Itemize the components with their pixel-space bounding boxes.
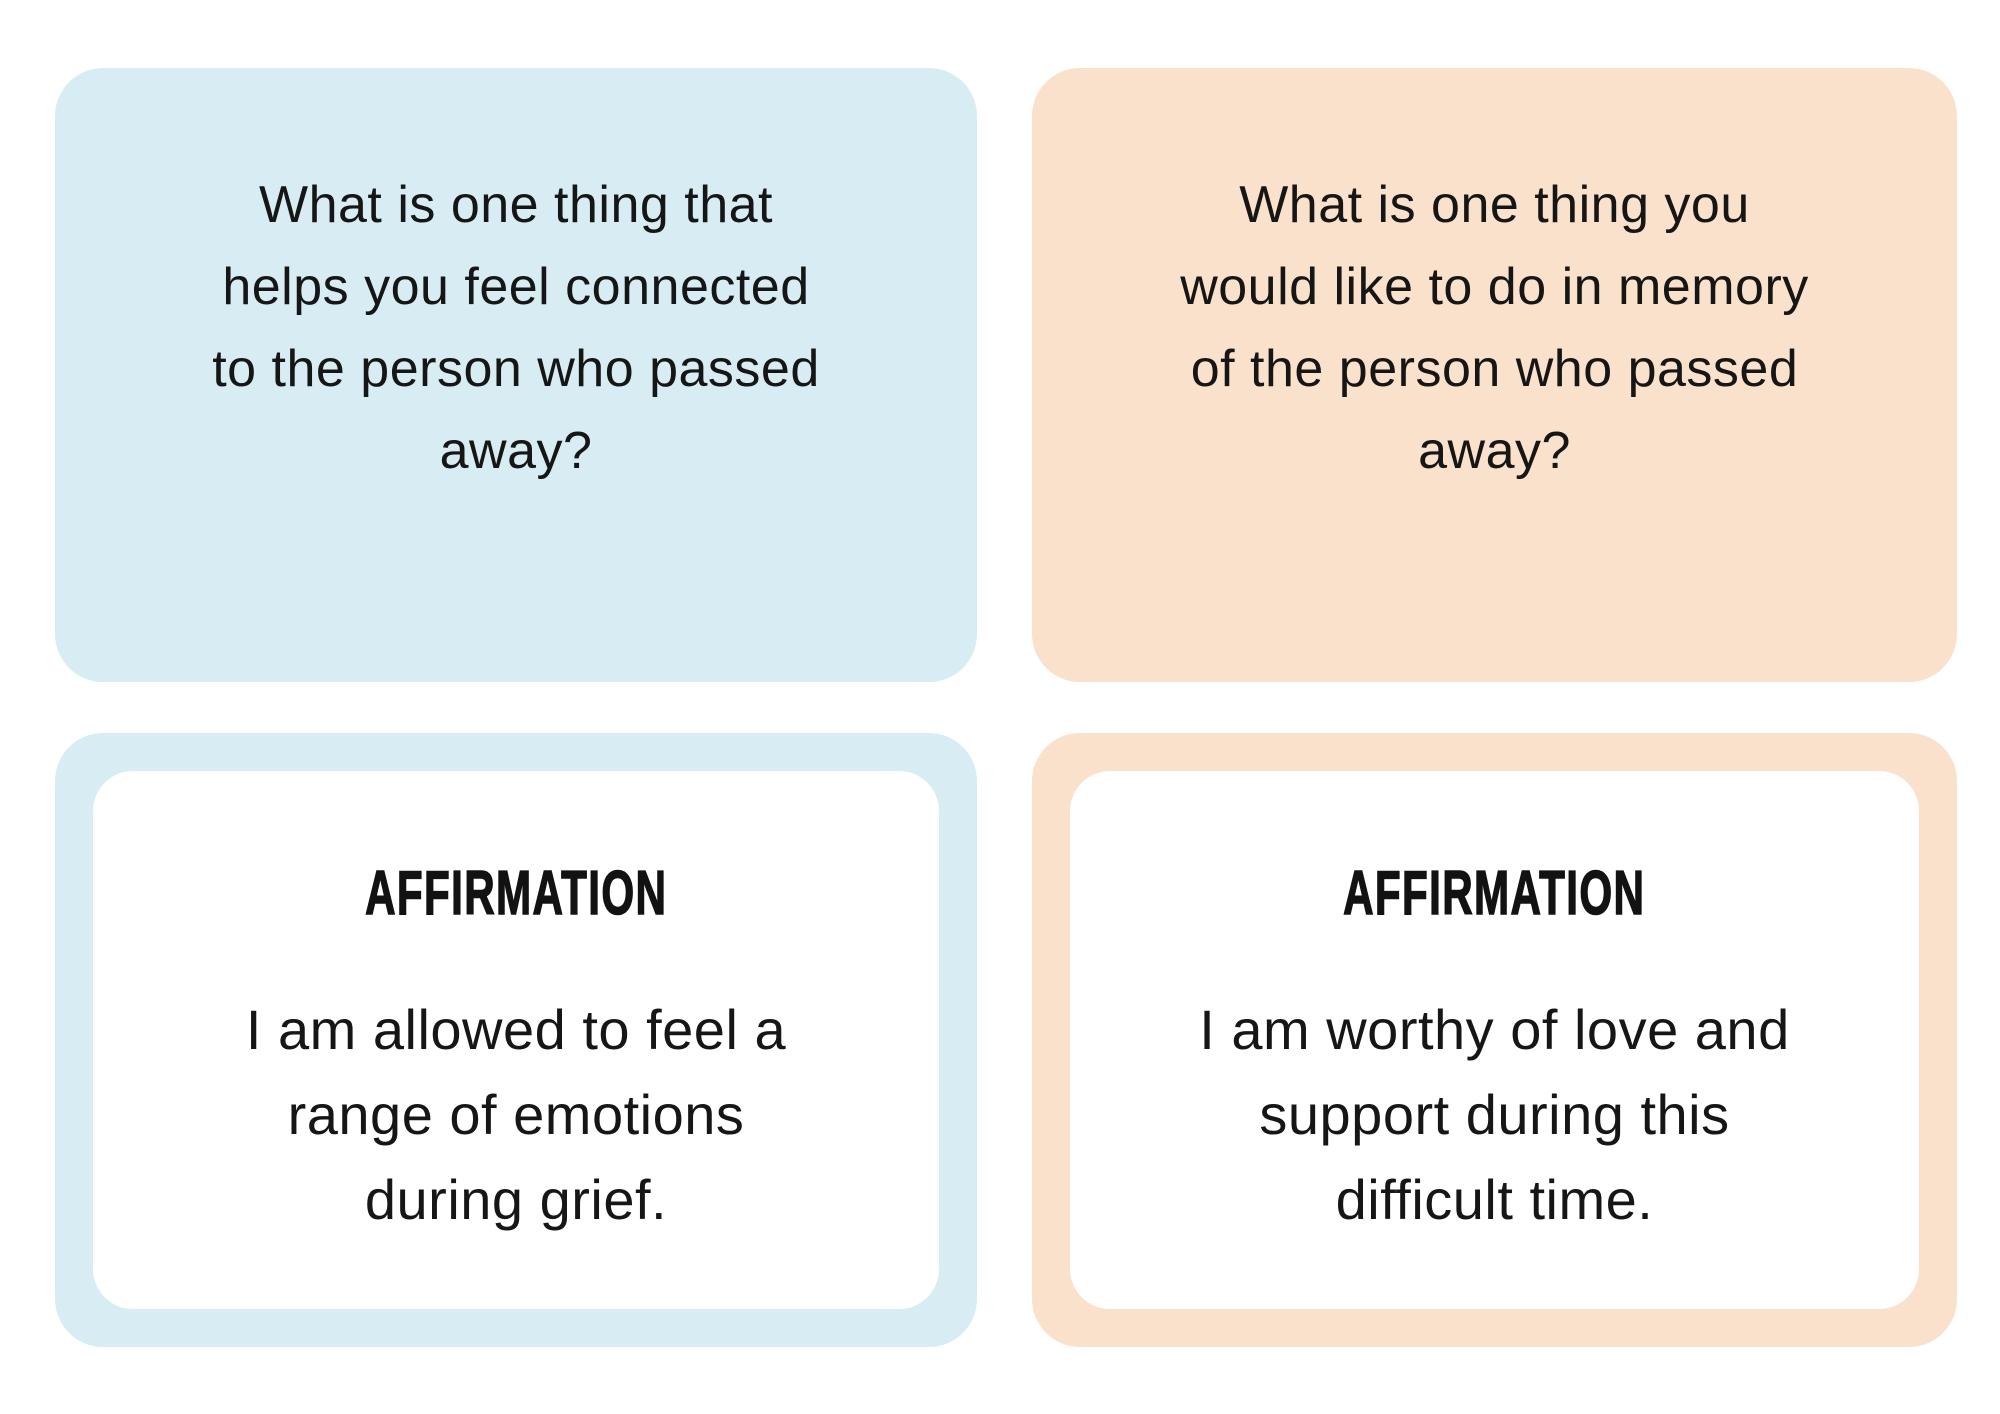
affirmation-heading: AFFIRMATION [133, 859, 899, 928]
affirmation-card-blue: AFFIRMATION I am allowed to feel a range… [55, 733, 977, 1347]
question-card-peach: What is one thing you would like to do i… [1032, 68, 1957, 682]
affirmation-heading-text: AFFIRMATION [1343, 859, 1646, 928]
question-card-blue: What is one thing that helps you feel co… [55, 68, 977, 682]
affirmation-inner-panel: AFFIRMATION I am allowed to feel a range… [93, 771, 939, 1309]
affirmation-text: I am allowed to feel a range of emotions… [245, 998, 787, 1232]
affirmation-card-peach: AFFIRMATION I am worthy of love and supp… [1032, 733, 1957, 1347]
question-text: What is one thing you would like to do i… [1180, 176, 1809, 481]
question-text: What is one thing that helps you feel co… [212, 176, 820, 481]
affirmation-text: I am worthy of love and support during t… [1199, 998, 1790, 1232]
affirmation-heading-text: AFFIRMATION [364, 859, 668, 928]
affirmation-heading: AFFIRMATION [1110, 859, 1879, 928]
affirmation-inner-panel: AFFIRMATION I am worthy of love and supp… [1070, 771, 1919, 1309]
